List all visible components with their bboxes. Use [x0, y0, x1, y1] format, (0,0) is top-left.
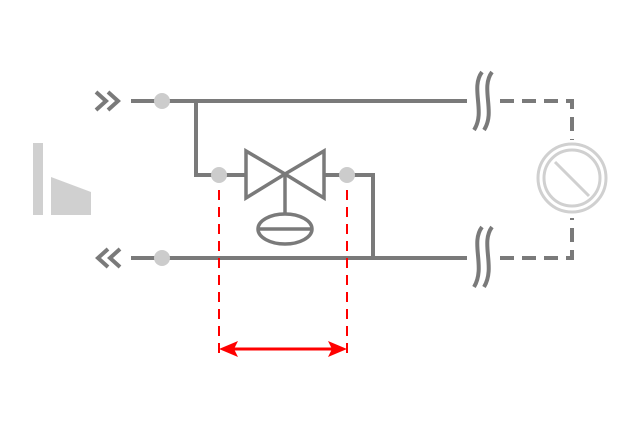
- pipe-break-icon: [472, 70, 494, 289]
- supply-flow-chevrons-icon: [94, 90, 121, 112]
- dimension-arrow: [219, 341, 347, 357]
- actuator-icon: [256, 212, 314, 246]
- pipe-nodes: [154, 93, 355, 266]
- control-valve-icon: [244, 147, 326, 214]
- building-icon: [33, 143, 91, 215]
- consumer-circuit: [500, 99, 574, 260]
- return-flow-chevrons-icon: [95, 247, 122, 269]
- pipes: [131, 99, 467, 260]
- consumer-icon: [536, 142, 608, 214]
- dimension-lines: [218, 190, 348, 357]
